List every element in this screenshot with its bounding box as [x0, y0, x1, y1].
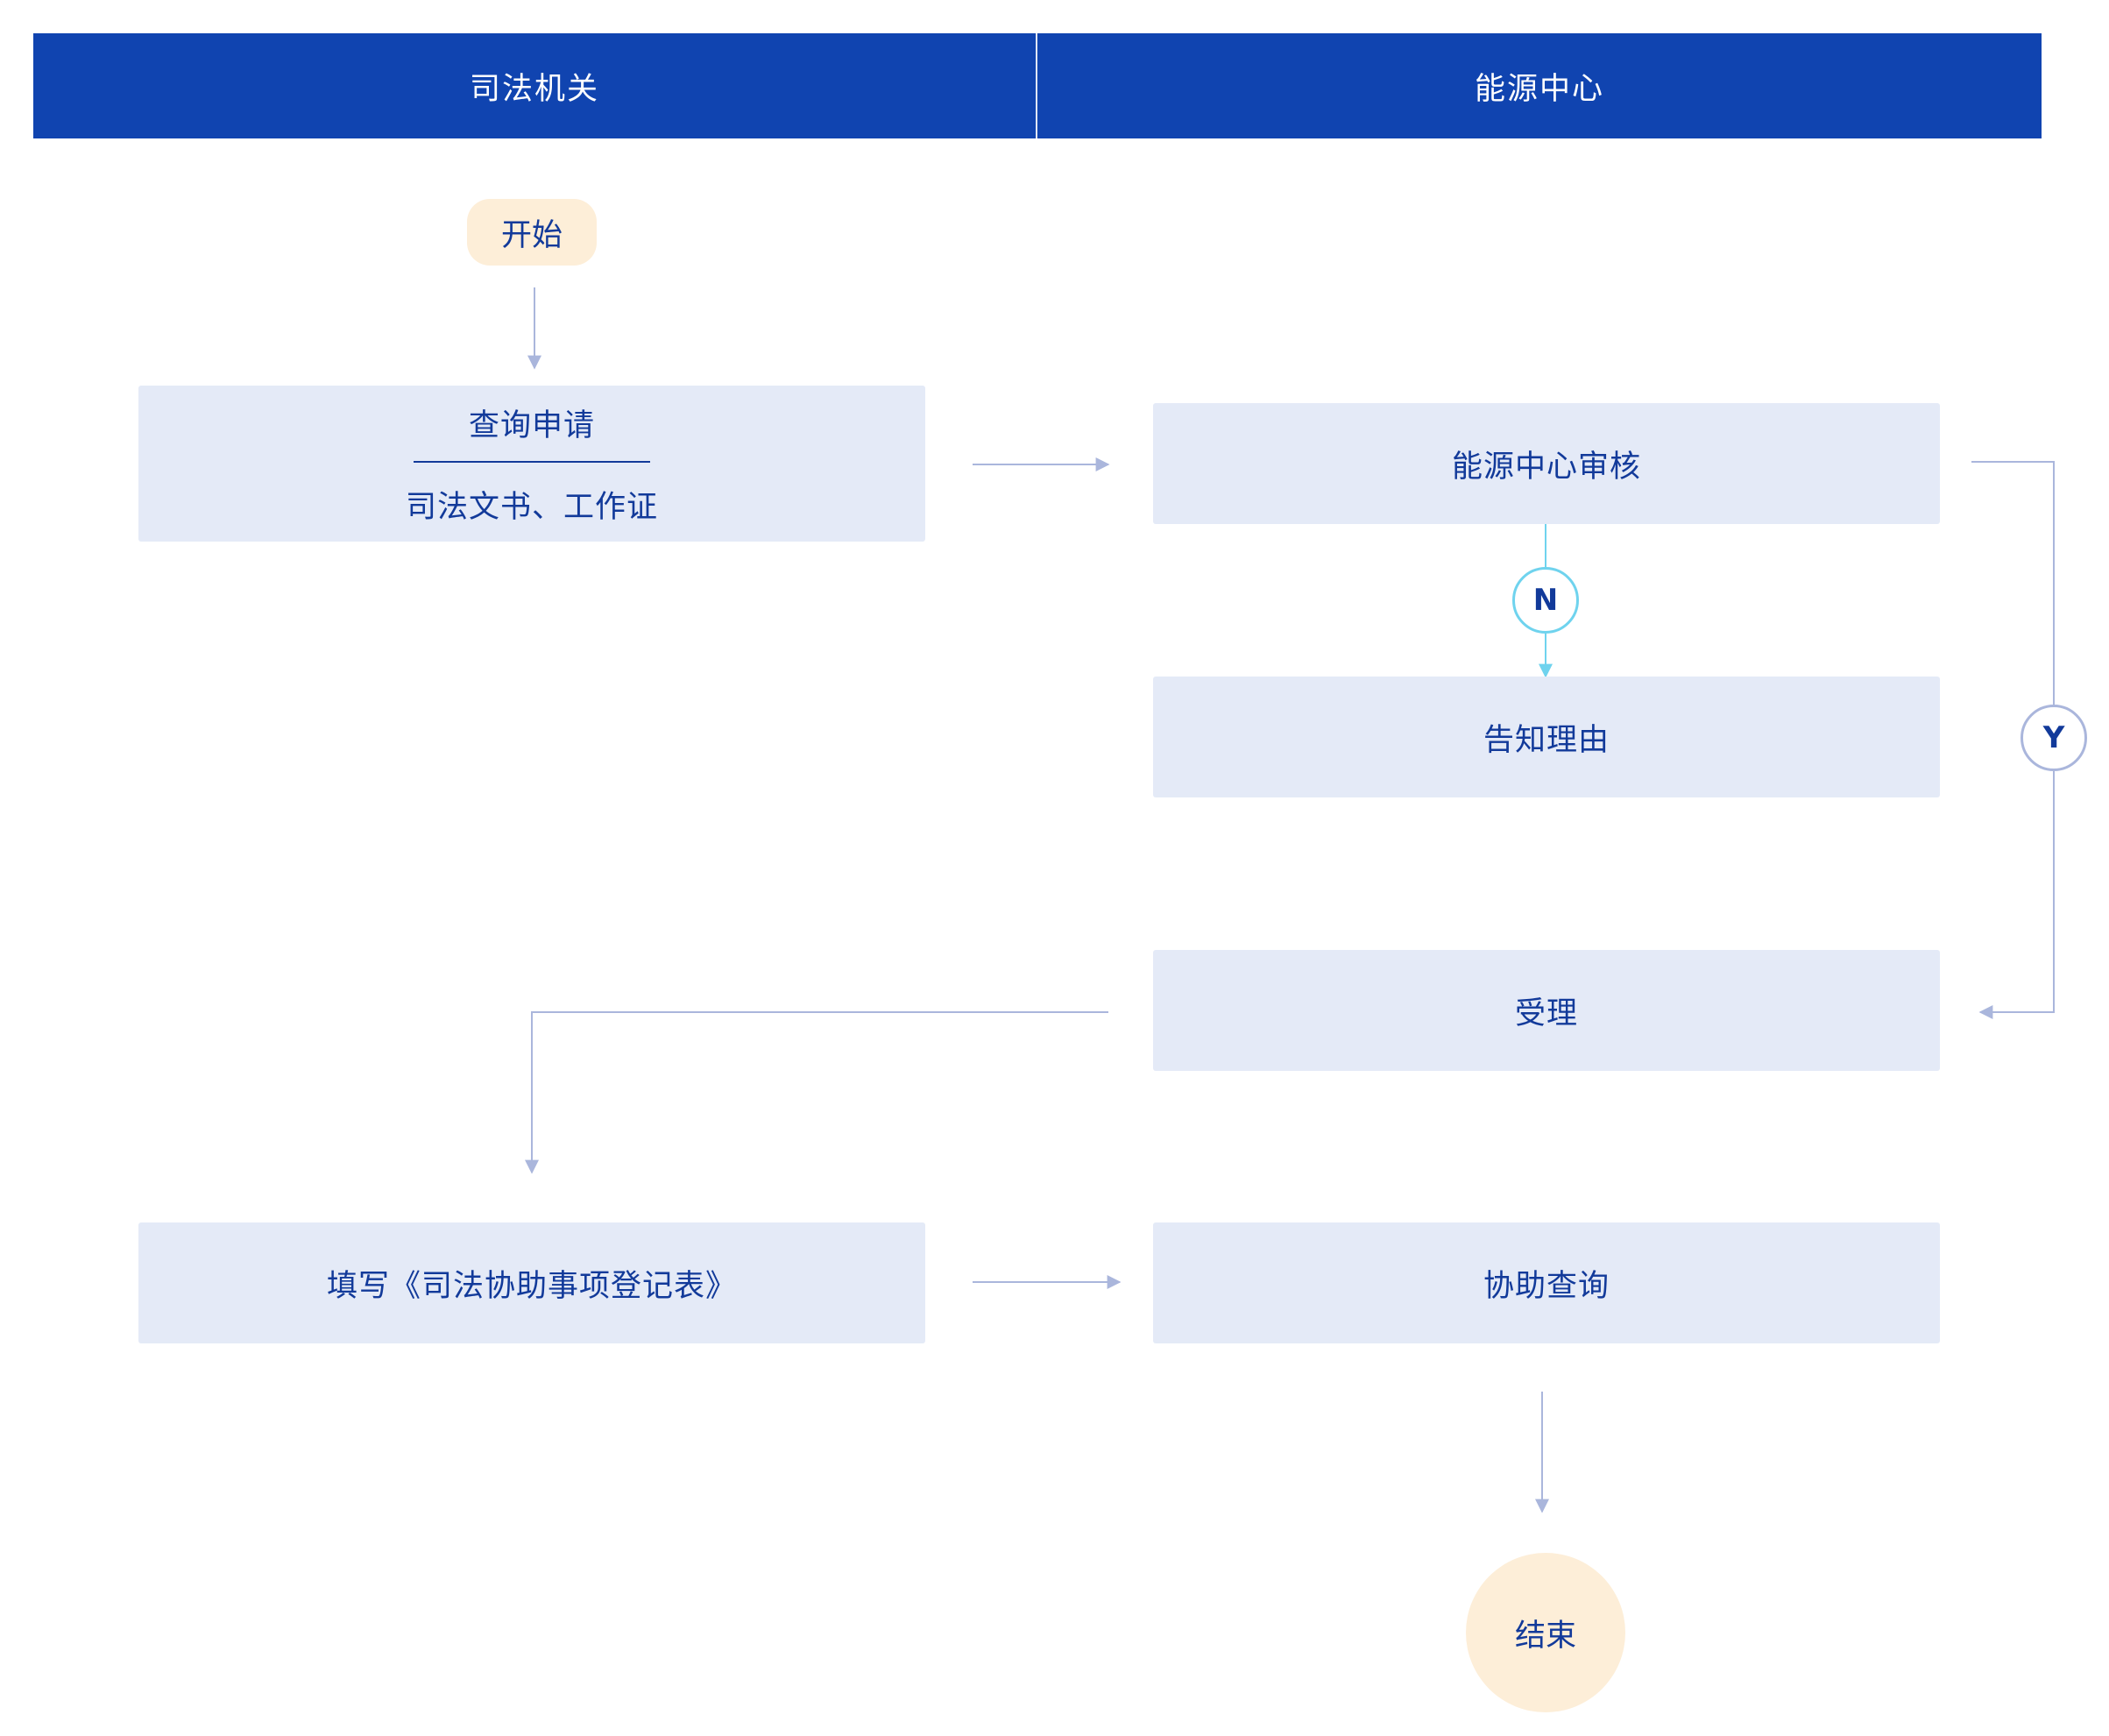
no-branch-badge: N: [1512, 567, 1579, 634]
lane-divider: [1036, 33, 1037, 138]
lane-header-energy-center: 能源中心: [1037, 33, 2042, 138]
apply-node: 查询申请 司法文书、工作证: [138, 386, 925, 542]
notify-node: 告知理由: [1153, 677, 1940, 797]
accept-node: 受理: [1153, 950, 1940, 1071]
apply-title: 查询申请: [414, 400, 650, 463]
yes-branch-badge: Y: [2021, 705, 2087, 771]
lane-header-judicial: 司法机关: [33, 33, 1036, 138]
assist-node: 协助查询: [1153, 1222, 1940, 1343]
start-node: 开始: [467, 199, 597, 266]
arrow-accept-to-form: [525, 1011, 1108, 1174]
arrow-y-to-accept: [1978, 771, 2055, 1019]
fill-form-node: 填写《司法协助事项登记表》: [138, 1222, 925, 1343]
end-node: 结束: [1466, 1553, 1625, 1712]
apply-subtitle: 司法文书、工作证: [405, 490, 658, 525]
review-node: 能源中心审核: [1153, 403, 1940, 524]
path-review-to-y: [1971, 461, 2055, 705]
